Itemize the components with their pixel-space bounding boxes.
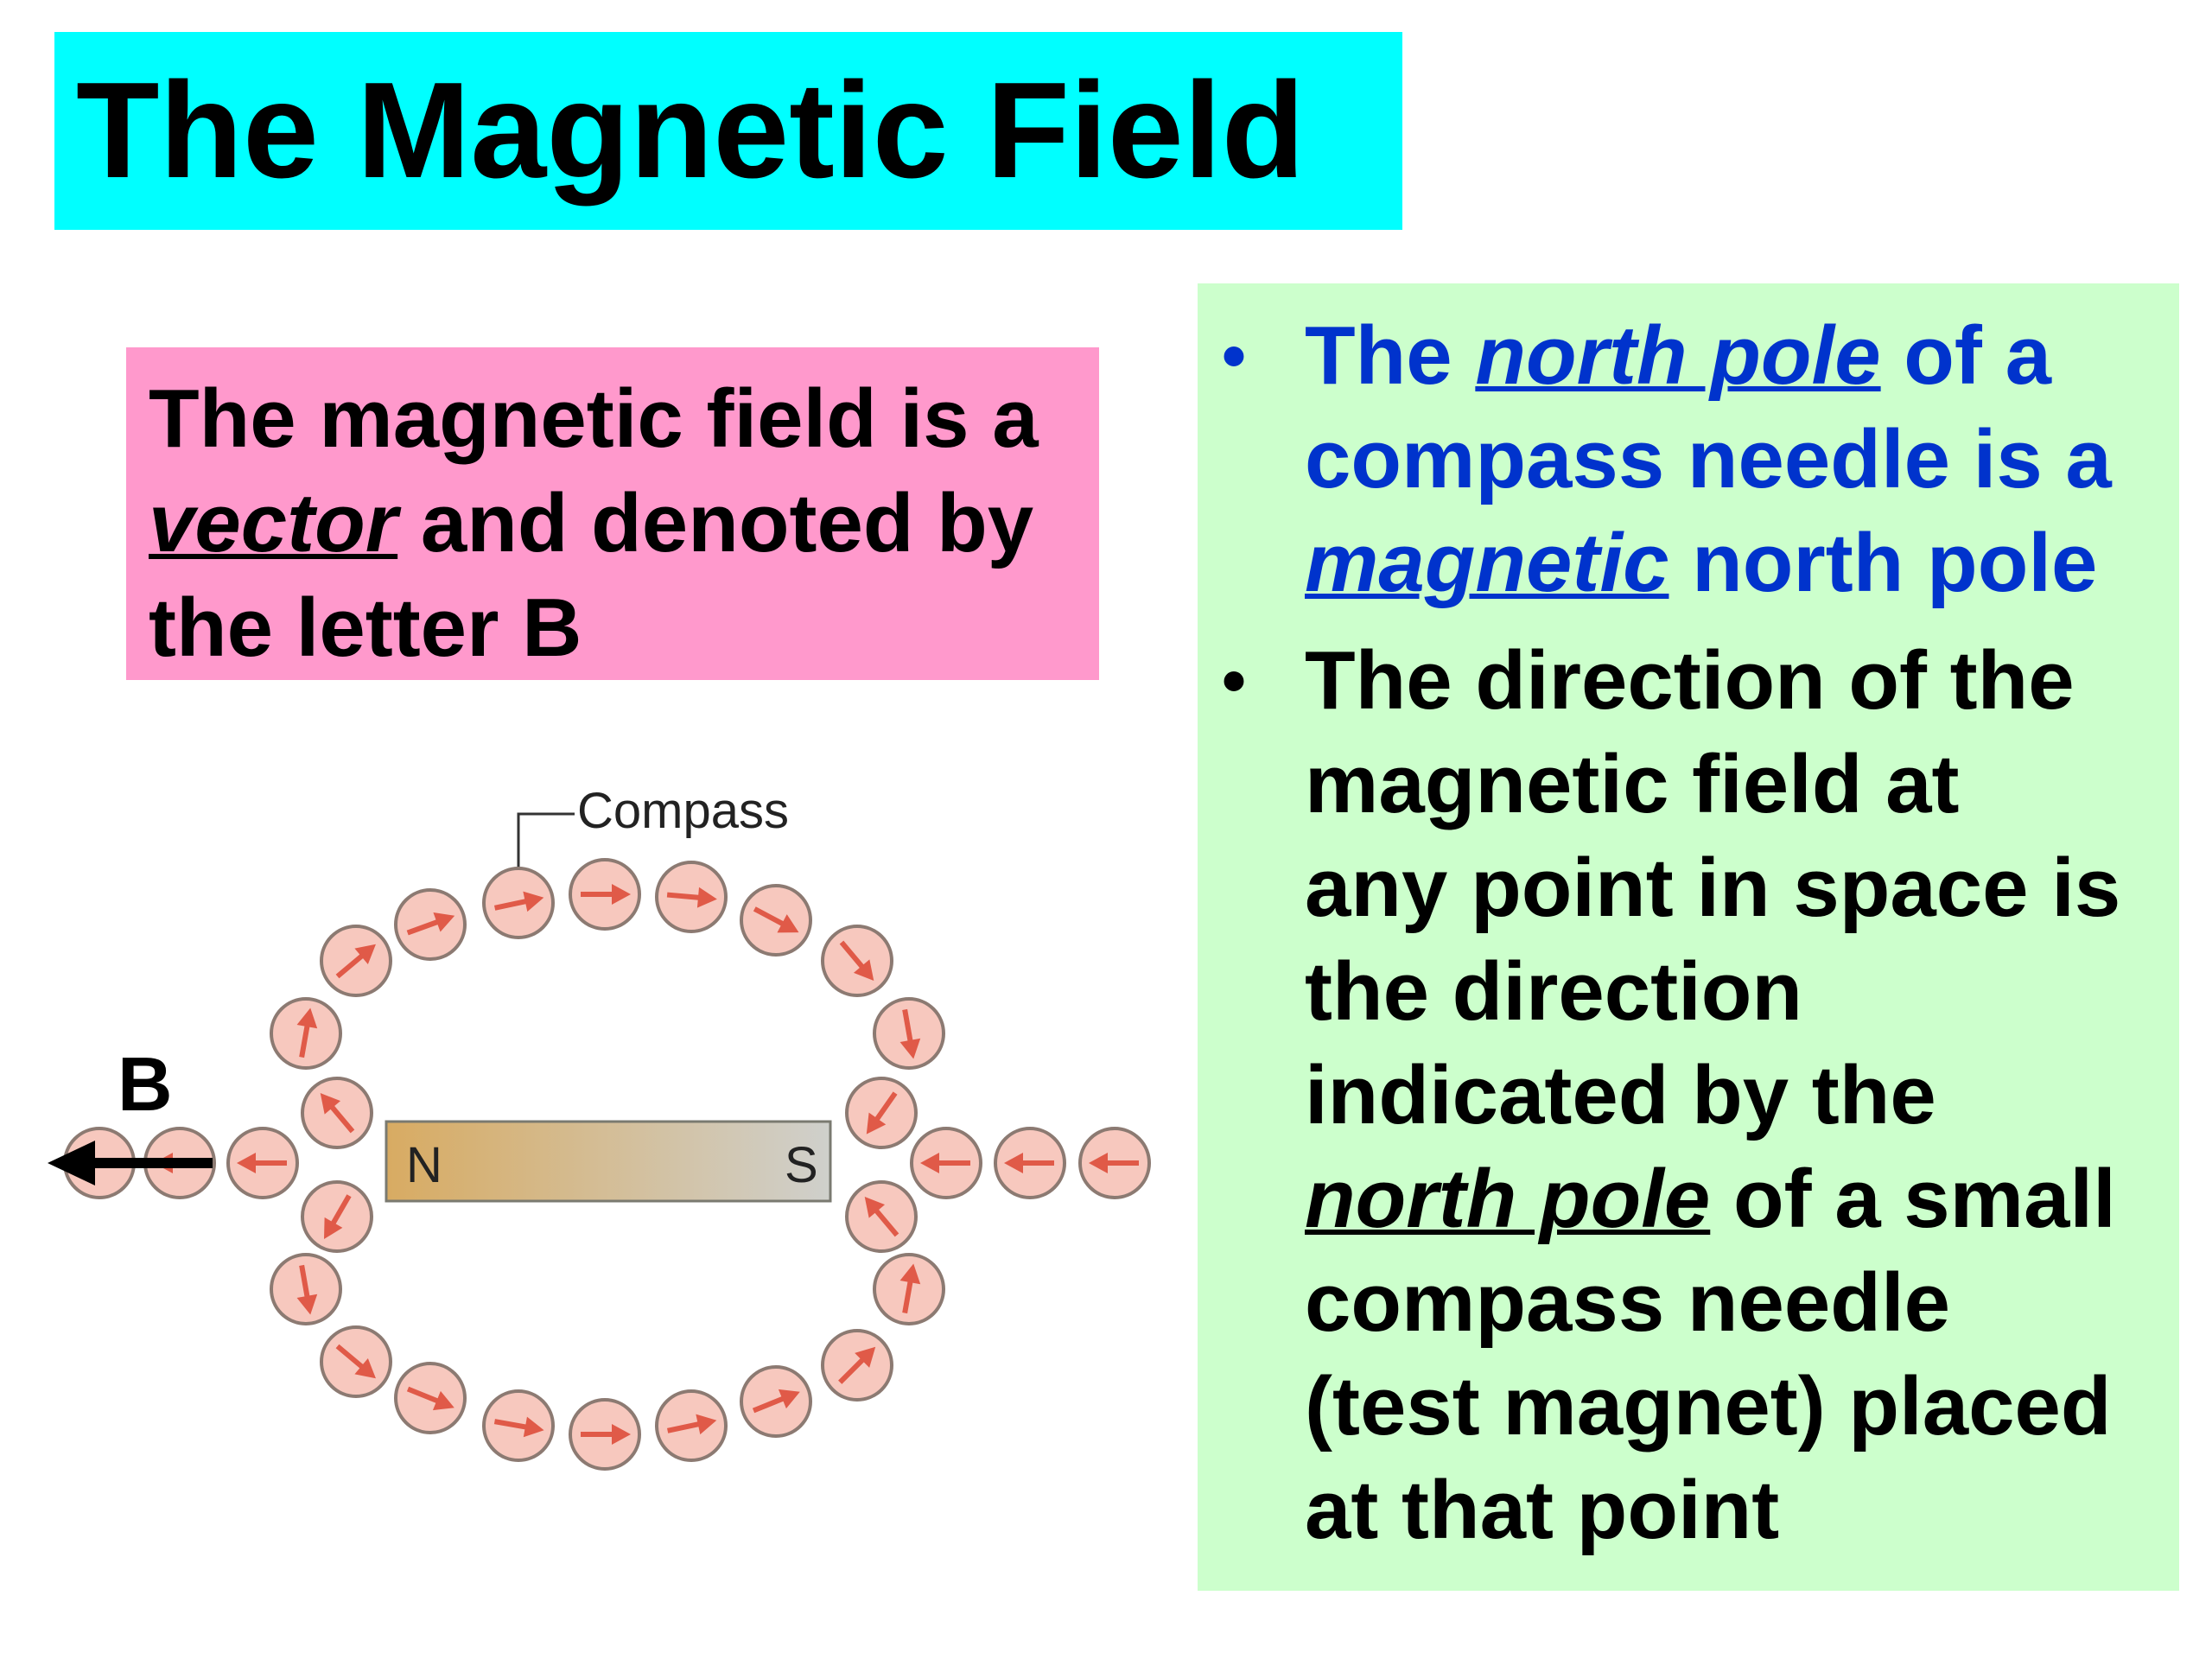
bullet-1-mid: of a [1880,309,2051,402]
compass [994,1127,1066,1199]
compass [569,1398,641,1471]
compass-needle-arrow-icon [406,1386,454,1411]
compass-needle-arrow-icon [666,887,717,908]
compass-needle-arrow-icon [839,940,874,981]
bullet-list: • The north pole of a compass needle is … [1198,304,2179,1562]
compass [655,1389,728,1462]
compass [1078,1127,1151,1199]
bullet-north-pole: • The north pole of a compass needle is … [1198,304,2179,615]
compass [320,1325,392,1398]
compass [569,858,641,931]
page-title: The Magnetic Field [76,54,1306,207]
compass-needle-arrow-icon [335,944,376,979]
bar-magnet [385,1120,832,1203]
compass-needle-arrow-icon [324,1194,352,1239]
bullet-2-line-2: magnetic field at [1305,738,1960,830]
compass [482,1389,555,1462]
compass-needle-arrow-icon [581,1424,631,1445]
field-arrow-head [48,1141,95,1185]
compass-needle-arrow-icon [753,906,799,933]
bullet-2-line-9: at that point [1305,1464,1780,1556]
field-label-b: B [118,1041,173,1127]
compass-needle-arrow-icon [581,884,631,905]
compass-label: Compass [577,783,789,839]
bullet-1-line-3: magnetic north pole [1305,512,2179,615]
explanation-panel: • The north pole of a compass needle is … [1198,283,2179,1591]
compass-field-diagram: Compass N S B [48,783,1151,1471]
north-pole-label: N [406,1137,442,1193]
bullet-1-north-pole: north pole [1475,309,1881,402]
definition-line-1: The magnetic field is a [149,372,1039,465]
compass-needle-arrow-icon [320,1093,355,1134]
bullet-1-line-1: The north pole of a [1305,304,2179,408]
compass [821,925,893,997]
compass [301,1077,373,1149]
compass-needle-arrow-icon [864,1197,899,1237]
compass [740,1365,812,1438]
compass [301,1180,373,1253]
bullet-1-rest: north pole [1669,517,2098,609]
definition-line-2-rest: and denoted by [397,477,1034,569]
compass-needle-arrow-icon [406,912,455,936]
definition-box: The magnetic field is a vector and denot… [126,347,1099,680]
title-banner: The Magnetic Field [54,32,1402,230]
compass-needle-arrow-icon [493,1416,544,1438]
compass-needle-arrow-icon [335,1344,376,1379]
bullet-1-line-2: compass needle is a [1305,413,2112,505]
bullet-dot: • [1222,642,1247,719]
bullet-2-line-4: the direction [1305,945,1803,1038]
compass-needle-arrow-icon [237,1153,287,1173]
compass [845,1180,918,1253]
definition-text: The magnetic field is a vector and denot… [149,366,1090,680]
bullet-2-line-7: compass needle [1305,1256,1950,1349]
compass [873,1253,945,1325]
bullet-dot: • [1222,317,1247,394]
compass-needle-arrow-icon [838,1346,876,1384]
compass-needle-arrow-icon [296,1007,318,1058]
compass [740,884,812,957]
compass [394,1362,467,1434]
compass [910,1127,982,1199]
compass-needle-arrow-icon [752,1389,800,1414]
compass [270,997,342,1070]
compass-needle-arrow-icon [920,1153,970,1173]
bullet-2-line-3: any point in space is [1305,842,2121,934]
compass-needle-arrow-icon [899,1263,921,1314]
vector-word: vector [149,477,398,569]
compass-needle-arrow-icon [296,1264,318,1315]
bullet-1-pre: The [1305,309,1476,402]
compass [320,925,392,997]
bullet-2-line-6: north pole of a small [1305,1147,2179,1251]
bullet-direction: • The direction of the magnetic field at… [1198,629,2179,1562]
compass-needle-arrow-icon [666,1414,717,1435]
compass [226,1127,299,1199]
south-pole-label: S [785,1137,818,1193]
bullet-1-magnetic: magnetic [1305,517,1669,609]
bullet-2-rest: of a small [1710,1153,2116,1245]
compass [873,997,945,1070]
compass [845,1077,918,1149]
compass [821,1329,893,1402]
bullet-2-line-8: (test magnet) placed [1305,1360,2112,1452]
compass [482,867,555,939]
bullet-2-line-5: indicated by the [1305,1049,1936,1141]
compass-needle-arrow-icon [1089,1153,1139,1173]
compass-needle-arrow-icon [493,891,544,912]
compass-needle-arrow-icon [899,1008,921,1059]
definition-line-2: vector and denoted by [149,471,1090,575]
bullet-2-north-pole: north pole [1305,1153,1711,1245]
compass-label-leader [517,812,575,868]
compass [270,1253,342,1325]
compass [655,861,728,933]
compass [394,888,467,961]
compass-needle-arrow-icon [866,1091,898,1135]
definition-line-3: the letter B [149,582,582,674]
compass-needle-arrow-icon [1004,1153,1054,1173]
bullet-2-line-1: The direction of the [1305,634,2075,727]
